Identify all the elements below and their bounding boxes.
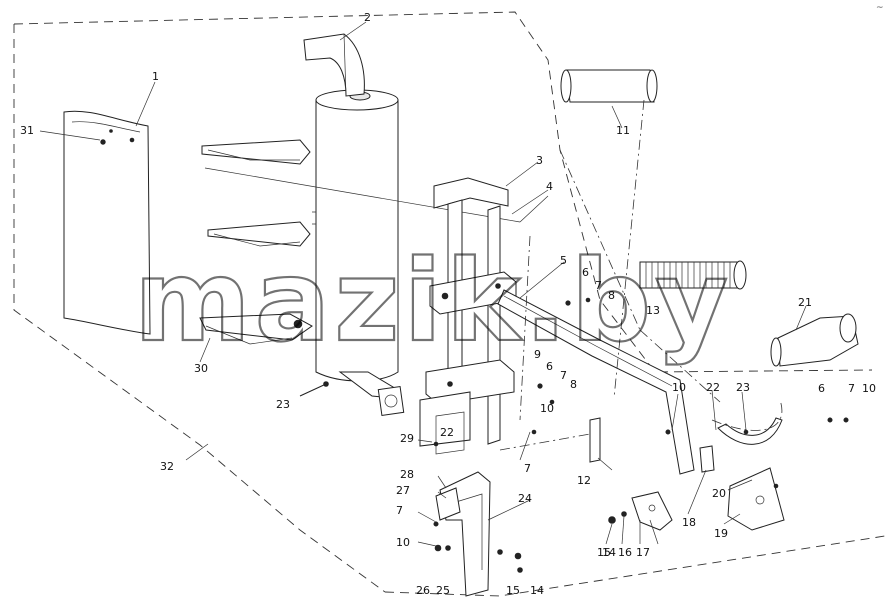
callout-24: 24: [518, 492, 532, 505]
corner-mark: ~: [876, 3, 884, 13]
callout-21: 21: [798, 296, 812, 309]
tail-pipe: [304, 34, 364, 96]
callout-31: 31: [20, 124, 34, 137]
callout-14-bottom: 14: [530, 584, 544, 597]
callout-32: 32: [160, 460, 174, 473]
callout-12: 12: [577, 474, 591, 487]
clamp-18: [700, 446, 714, 472]
callout-29: 29: [400, 432, 414, 445]
callout-13: 13: [646, 304, 660, 317]
callout-10-middle: 10: [540, 402, 554, 415]
callout-1: 1: [152, 70, 159, 83]
callout-23-left: 23: [276, 398, 290, 411]
callout-20: 20: [712, 487, 726, 500]
callout-8-middle: 8: [570, 378, 577, 391]
pipe-elbow: [771, 314, 858, 366]
callout-28: 28: [400, 468, 414, 481]
bolt-23: [300, 382, 329, 397]
callout-30: 30: [194, 362, 208, 375]
bracket-17: [632, 492, 672, 530]
callout-7-lower: 7: [524, 462, 531, 475]
callout-6-middle: 6: [546, 360, 553, 373]
callout-8-upper: 8: [608, 289, 615, 302]
callout-10-right: 10: [672, 381, 686, 394]
callout-27: 27: [396, 484, 410, 497]
callout-4: 4: [546, 180, 553, 193]
callout-6-right: 6: [818, 382, 825, 395]
callout-5: 5: [560, 254, 567, 267]
lower-bracket: [436, 472, 490, 596]
callout-10-far-right: 10: [862, 382, 876, 395]
callout-16: 16: [618, 546, 632, 559]
callout-22-right: 22: [706, 381, 720, 394]
callout-3: 3: [536, 154, 543, 167]
callout-9: 9: [534, 348, 541, 361]
callout-7-right: 7: [848, 382, 855, 395]
callout-7-upper: 7: [595, 279, 602, 292]
watermark: mazik.by: [134, 237, 732, 367]
muffler-inlet: [340, 372, 404, 415]
callout-7-middle: 7: [560, 369, 567, 382]
callout-19: 19: [714, 527, 728, 540]
callout-23-right: 23: [736, 381, 750, 394]
rear-support: [718, 418, 784, 530]
callout-11: 11: [616, 124, 630, 137]
callout-10-bottom: 10: [396, 536, 410, 549]
callout-22-left: 22: [440, 426, 454, 439]
callout-17: 17: [636, 546, 650, 559]
clamp-12: [590, 418, 600, 462]
callout-15-right: 15: [597, 546, 611, 559]
callout-2: 2: [364, 11, 371, 24]
callout-15-bottom: 15: [506, 584, 520, 597]
callout-25: 25: [436, 584, 450, 597]
callout-26: 26: [416, 584, 430, 597]
pipe-11: [561, 70, 657, 102]
callout-18: 18: [682, 516, 696, 529]
callout-6-upper: 6: [582, 266, 589, 279]
callout-7-bottom: 7: [396, 504, 403, 517]
